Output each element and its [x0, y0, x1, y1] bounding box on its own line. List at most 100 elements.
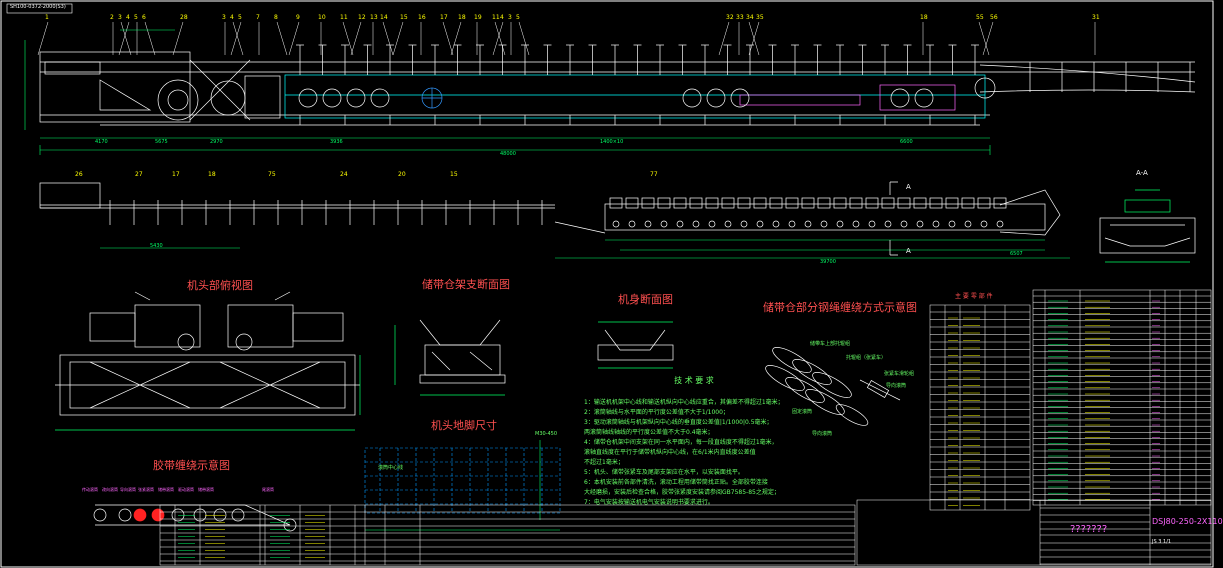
- leader-line: [442, 21, 454, 56]
- part-number-callout: 2: [110, 14, 114, 21]
- part-number-callout: 75: [268, 171, 276, 178]
- storage-roller: [612, 220, 620, 228]
- leader-line: [276, 21, 288, 56]
- leader-line: [748, 21, 760, 56]
- section-arrow-bottom: A: [906, 247, 911, 255]
- head-plan-view: [55, 291, 361, 431]
- storage-roller: [676, 220, 684, 228]
- part-number-callout: 18: [458, 14, 466, 21]
- dimension-label: 5675: [155, 139, 168, 145]
- leader-line: [382, 21, 394, 56]
- storage-roller: [852, 220, 860, 228]
- leader-line: [518, 21, 530, 56]
- dimension-label: 2970: [210, 139, 223, 145]
- leader-line: [494, 21, 506, 56]
- storage-cage: [817, 197, 831, 209]
- part-number-callout: 8: [274, 14, 278, 21]
- title-drawing-code: DSJ80-250-2X110: [1152, 517, 1223, 526]
- main-elevation-view: [24, 21, 1196, 155]
- dimension-label: 48000: [500, 151, 516, 157]
- technical-notes: 技 术 要 求 1：输送机机架中心线和输送机纵向中心线应重合，其偏差不得超过1毫…: [584, 375, 784, 508]
- storage-cage: [977, 197, 991, 209]
- part-number-callout: 26: [75, 171, 83, 178]
- storage-cage: [609, 197, 623, 209]
- part-number-callout: 56: [990, 14, 998, 21]
- part-number-callout: 77: [650, 171, 658, 178]
- winding-label: 储带滚筒: [158, 487, 174, 492]
- winding-label: 改向滚筒: [102, 487, 118, 492]
- dimension-label: 6507: [1010, 251, 1023, 257]
- storage-roller: [756, 220, 764, 228]
- part-number-callout: 4: [500, 14, 504, 21]
- winding-pulley: [93, 508, 107, 522]
- dimension-label: 39700: [820, 259, 836, 265]
- storage-cage: [689, 197, 703, 209]
- technical-note-line: 7：电气安装按输送机电气安装说明书要求进行。: [584, 499, 714, 506]
- leader-line: [120, 21, 132, 56]
- winding-label: 驱动滚筒: [178, 487, 194, 492]
- belt-path-label-6: 导向滚筒: [812, 431, 833, 437]
- storage-roller: [996, 220, 1004, 228]
- part-number-callout: 19: [474, 14, 482, 21]
- storage-roller: [692, 220, 700, 228]
- part-number-callout: 31: [1092, 14, 1100, 21]
- winding-label: 传动滚筒: [82, 487, 98, 492]
- parts-list-table: [929, 289, 1212, 511]
- part-number-callout: 14: [380, 14, 388, 21]
- part-number-callout: 20: [398, 171, 406, 178]
- storage-roller: [932, 220, 940, 228]
- title-block: [856, 499, 1212, 566]
- storage-cage: [897, 197, 911, 209]
- part-number-callout: 13: [370, 14, 378, 21]
- winding-pulley: [213, 508, 227, 522]
- leader-line: [230, 21, 242, 56]
- title-name-placeholder: ???????: [1070, 524, 1108, 535]
- storage-roller: [804, 220, 812, 228]
- storage-cage: [993, 197, 1007, 209]
- storage-cage: [753, 197, 767, 209]
- storage-roller: [980, 220, 988, 228]
- storage-roller: [788, 220, 796, 228]
- leader-line: [392, 21, 404, 56]
- technical-note-line: 6：本机安装前各部件清洗，滚动工程用储带筒找正贴。全部胶带连接: [584, 479, 768, 486]
- foundation-view: [364, 440, 561, 531]
- belt-path-label-3: 张紧车滑轮组: [884, 371, 915, 377]
- storage-roller: [884, 220, 892, 228]
- storage-roller: [644, 220, 652, 228]
- drawing-number: SH100-0372-2000(S3): [10, 4, 66, 10]
- leader-line: [718, 21, 730, 56]
- section-a-a-label: A-A: [1136, 169, 1148, 177]
- winding-pulley: [118, 508, 132, 522]
- winding-pulley: [231, 508, 245, 522]
- part-number-callout: 6: [142, 14, 146, 21]
- part-number-callout: 24: [340, 171, 348, 178]
- part-number-callout: 5: [238, 14, 242, 21]
- part-number-callout: 55: [976, 14, 984, 21]
- part-number-callout: 5: [516, 14, 520, 21]
- belt-path-schematic: [765, 347, 901, 426]
- dimension-label: 3936: [330, 139, 343, 145]
- storage-cage: [785, 197, 799, 209]
- storage-cage: [721, 197, 735, 209]
- belt-path-label-4: 导向滚筒: [886, 383, 907, 389]
- foundation-label-bolt: M30-450: [535, 431, 558, 437]
- revision-table: [159, 504, 856, 566]
- part-number-callout: 17: [440, 14, 448, 21]
- part-number-callout: 11: [340, 14, 348, 21]
- leader-line: [350, 21, 362, 56]
- part-number-callout: 16: [418, 14, 426, 21]
- storage-roller: [916, 220, 924, 228]
- leader-line: [144, 21, 156, 56]
- part-number-callout: 4: [126, 14, 130, 21]
- leader-line: [37, 21, 49, 56]
- storage-cage: [737, 197, 751, 209]
- storage-roller: [900, 220, 908, 228]
- part-number-callout: 34: [746, 14, 754, 21]
- parts-list-heading: 主 要 零 部 件: [955, 293, 993, 300]
- leader-line: [450, 21, 462, 56]
- belt-path-label-1: 储带车上部托辊组: [810, 341, 851, 347]
- part-number-callout: 35: [756, 14, 764, 21]
- storage-cage: [913, 197, 927, 209]
- winding-label: 尾滚筒: [262, 487, 274, 492]
